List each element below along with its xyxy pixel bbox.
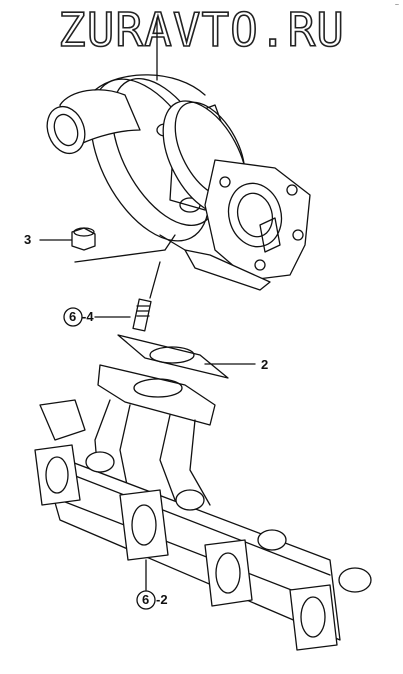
callout-circle-6-4	[63, 307, 83, 327]
turbocharger	[46, 17, 311, 291]
part-2-gasket	[117, 334, 256, 379]
callout-6-4-number: 6	[69, 309, 77, 324]
callout-6-4-suffix: -4	[82, 309, 94, 324]
callout-6-2-number: 6	[142, 592, 150, 607]
corner-mark: ~	[394, 2, 399, 9]
watermark-text: ZURAVTO.RU	[57, 3, 345, 57]
callout-circle-6-2	[136, 590, 156, 610]
exhaust-manifold	[34, 364, 372, 651]
part-6-4-stud	[94, 261, 161, 332]
callout-2: 2	[261, 357, 269, 372]
callout-6-2-suffix: -2	[156, 592, 168, 607]
callout-3: 3	[24, 232, 32, 247]
part-3-nut	[39, 227, 166, 263]
